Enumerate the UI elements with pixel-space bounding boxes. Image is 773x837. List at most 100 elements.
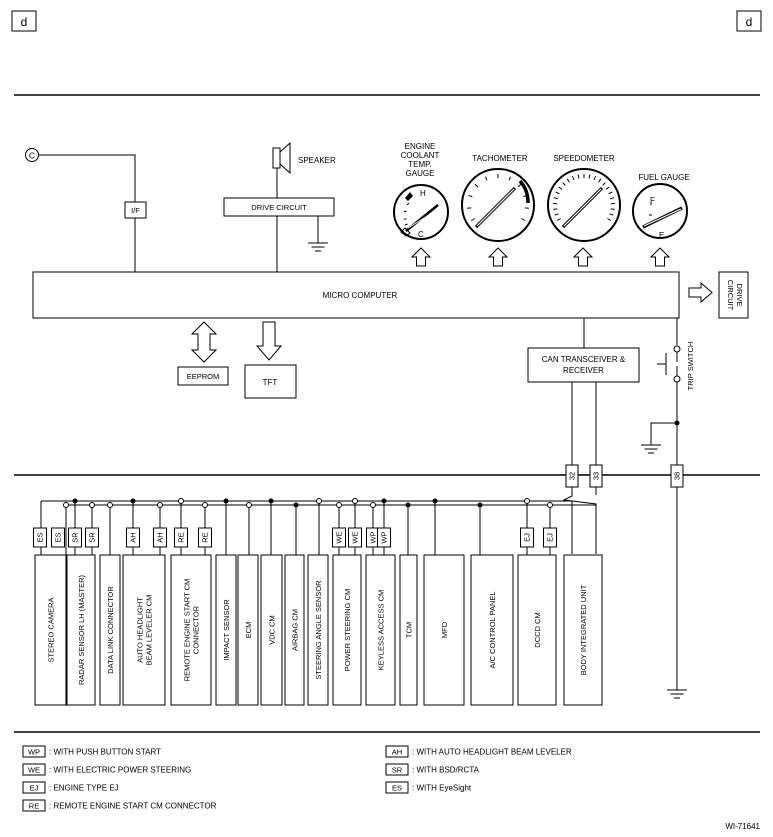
right-drive-circuit-block: [718, 271, 749, 319]
gauge-tick: [588, 174, 591, 179]
tag-es1-label: ES: [36, 532, 45, 542]
fuel-gauge-label: FUEL GAUGE: [638, 173, 689, 182]
connector-c-label: C: [29, 151, 35, 161]
page-marker-left: [11, 10, 37, 32]
gauge-tick: [556, 218, 561, 221]
legend-6-text: : WITH EyeSight: [412, 784, 472, 793]
speaker-label: SPEAKER: [298, 156, 336, 165]
module-11-box: [365, 554, 396, 706]
module-11-label-0: KEYLESS ACCESS CM: [377, 590, 386, 670]
module-14-box: [470, 554, 514, 706]
module-14-label-0: A/C CONTROL PANEL: [488, 591, 497, 668]
pin-38-label: 38: [673, 472, 682, 480]
tag-we1-box: [332, 527, 346, 548]
tag-re1-box: [174, 527, 188, 548]
module-9-label-0: STEERING ANGLE SENSOR: [314, 580, 323, 680]
module-1-box: [66, 554, 96, 706]
trip-switch-ground-wire: [650, 422, 677, 445]
speedometer-gauge: [547, 168, 621, 242]
wiring-id: WI-71641: [725, 822, 760, 831]
gauge-tick: [602, 182, 606, 186]
legend-0-text: : WITH PUSH BUTTON START: [49, 748, 161, 757]
tag-we1-label: WE: [335, 531, 344, 543]
gauge-tick: [610, 197, 615, 200]
coolant-label-line2: COOLANT: [401, 151, 440, 160]
c-to-if-wire: [38, 154, 136, 202]
module-1-label-0: RADAR SENSOR LH (MASTER): [77, 574, 86, 685]
gauge-tick: [508, 176, 512, 181]
tag-sr1-label: SR: [71, 532, 80, 543]
tag-sr1-box: [68, 527, 82, 548]
gauge-tick: [554, 213, 559, 216]
fuel-empty-mark: E: [659, 231, 664, 240]
gauge-tick: [598, 178, 602, 183]
trip-switch-label: TRIP SWITCH: [686, 342, 695, 391]
module-13-label-0: MFD: [440, 621, 449, 638]
eeprom-bidirectional-arrow: [190, 321, 218, 363]
coolant-high-mark: H: [420, 189, 426, 198]
eeprom-block: [177, 366, 229, 386]
can-transceiver-block: [527, 347, 640, 383]
legend-5-code: SR: [392, 766, 403, 775]
fuel-input-arrow: [650, 247, 670, 267]
gauge-tick: [553, 197, 558, 200]
legend-1-code-box: [22, 763, 46, 776]
module-3-box: [122, 554, 166, 706]
tag-wp2-label: WP: [380, 531, 389, 543]
tag-wp2-box: [377, 527, 391, 548]
gauge-tick: [607, 218, 612, 221]
can-label-line2: RECEIVER: [563, 366, 604, 375]
can-bus: [41, 487, 597, 554]
drive-circuit-block: [223, 197, 335, 217]
legend-6-code: ES: [392, 784, 402, 793]
legend-2-code: EJ: [30, 784, 39, 793]
gauge-tick: [553, 208, 558, 210]
module-10-label-0: POWER STEERING CM: [343, 589, 352, 672]
tag-we2-box: [348, 527, 362, 548]
legend-1-text: : WITH ELECTRIC POWER STEERING: [49, 766, 191, 775]
tag-es1-box: [33, 527, 47, 548]
tag-sr2-box: [85, 527, 99, 548]
module-6-label-0: ECM: [244, 622, 253, 639]
page-marker-right: [736, 10, 762, 32]
tag-es2-box: [51, 527, 65, 548]
tag-ej2-label: EJ: [546, 533, 555, 542]
module-6-box: [237, 554, 259, 706]
coolant-label-line4: GAUGE: [406, 169, 435, 178]
gauge-tick: [566, 178, 570, 183]
gauge-tick: [484, 176, 488, 181]
module-0-label-0: STEREO CAMERA: [47, 597, 56, 662]
legend-0-code: WP: [28, 748, 40, 757]
module-5-label-0: IMPACT SENSOR: [222, 599, 231, 661]
module-15-box: [517, 554, 557, 706]
tachometer-gauge: [461, 168, 535, 242]
gauge-tick: [470, 218, 475, 221]
legend-3-text: : REMOTE ENGINE START CM CONNECTOR: [49, 802, 217, 811]
tachometer-input-arrow: [488, 247, 508, 267]
speaker-icon: [279, 141, 291, 175]
tft-label: TFT: [263, 378, 278, 387]
legend-1-code: WE: [28, 766, 40, 775]
tachometer-label: TACHOMETER: [472, 154, 528, 163]
tag-sr2-label: SR: [88, 532, 97, 543]
module-12-box: [399, 554, 418, 706]
module-blocks: STEREO CAMERA RADAR SENSOR LH (MASTER) DAT…: [34, 554, 603, 706]
coolant-low-mark: C: [418, 230, 424, 239]
tag-ej1-box: [520, 527, 534, 548]
module-16-label-0: BODY INTEGRATED UNIT: [579, 584, 588, 675]
legend-3-code: RE: [29, 802, 39, 811]
gauge-tick: [572, 176, 575, 181]
fuel-gauge: [632, 183, 688, 239]
gauge-tick: [610, 208, 615, 210]
coolant-temp-gauge: [393, 184, 449, 240]
page-marker-right-text: d: [746, 15, 753, 29]
module-9-box: [307, 554, 329, 706]
legend-2-text: : ENGINE TYPE EJ: [49, 784, 119, 793]
tag-re1-label: RE: [177, 532, 186, 542]
module-8-label-0: AIRBAG CM: [291, 609, 300, 651]
legend: WP : WITH PUSH BUTTON START WE : WITH ELECT…: [22, 745, 572, 812]
gauge-tick: [562, 182, 566, 186]
module-2-label-0: DATA LINK CONNECTOR: [106, 586, 115, 674]
